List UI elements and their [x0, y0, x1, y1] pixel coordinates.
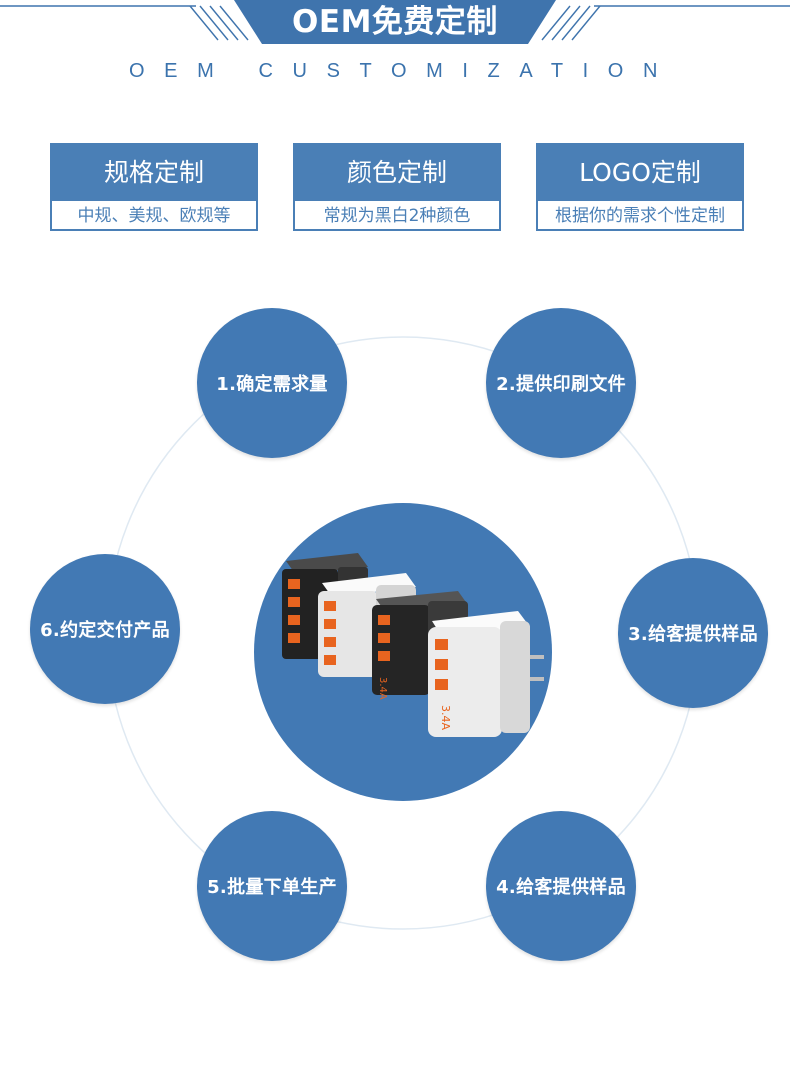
charger-white-front: 3.4A: [428, 611, 544, 737]
header-banner: [0, 0, 790, 44]
page-subtitle: OEM CUSTOMIZATION: [128, 60, 677, 82]
card-title: 规格定制: [52, 145, 256, 201]
page-title: OEM免费定制: [292, 4, 498, 40]
card-description: 根据你的需求个性定制: [555, 206, 725, 226]
step-5-circle: 5.批量下单生产: [197, 811, 347, 961]
step-4-circle: 4.给客提供样品: [486, 811, 636, 961]
charger-product-image: 3.4A 3.4A: [282, 553, 544, 737]
step-2-circle: 2.提供印刷文件: [486, 308, 636, 458]
card-description: 常规为黑白2种颜色: [323, 206, 471, 226]
charger-display-text: 3.4A: [439, 705, 452, 730]
card-description: 中规、美规、欧规等: [77, 206, 231, 226]
step-3-circle: 3.给客提供样品: [618, 558, 768, 708]
charger-display-text: 3.4A: [377, 677, 388, 700]
card-title: 颜色定制: [295, 145, 499, 201]
step-6-circle: 6.约定交付产品: [30, 554, 180, 704]
spec-custom-card: 规格定制 中规、美规、欧规等: [50, 143, 258, 231]
step-1-circle: 1.确定需求量: [197, 308, 347, 458]
logo-custom-card: LOGO定制 根据你的需求个性定制: [536, 143, 744, 231]
card-title: LOGO定制: [538, 145, 742, 201]
color-custom-card: 颜色定制 常规为黑白2种颜色: [293, 143, 501, 231]
